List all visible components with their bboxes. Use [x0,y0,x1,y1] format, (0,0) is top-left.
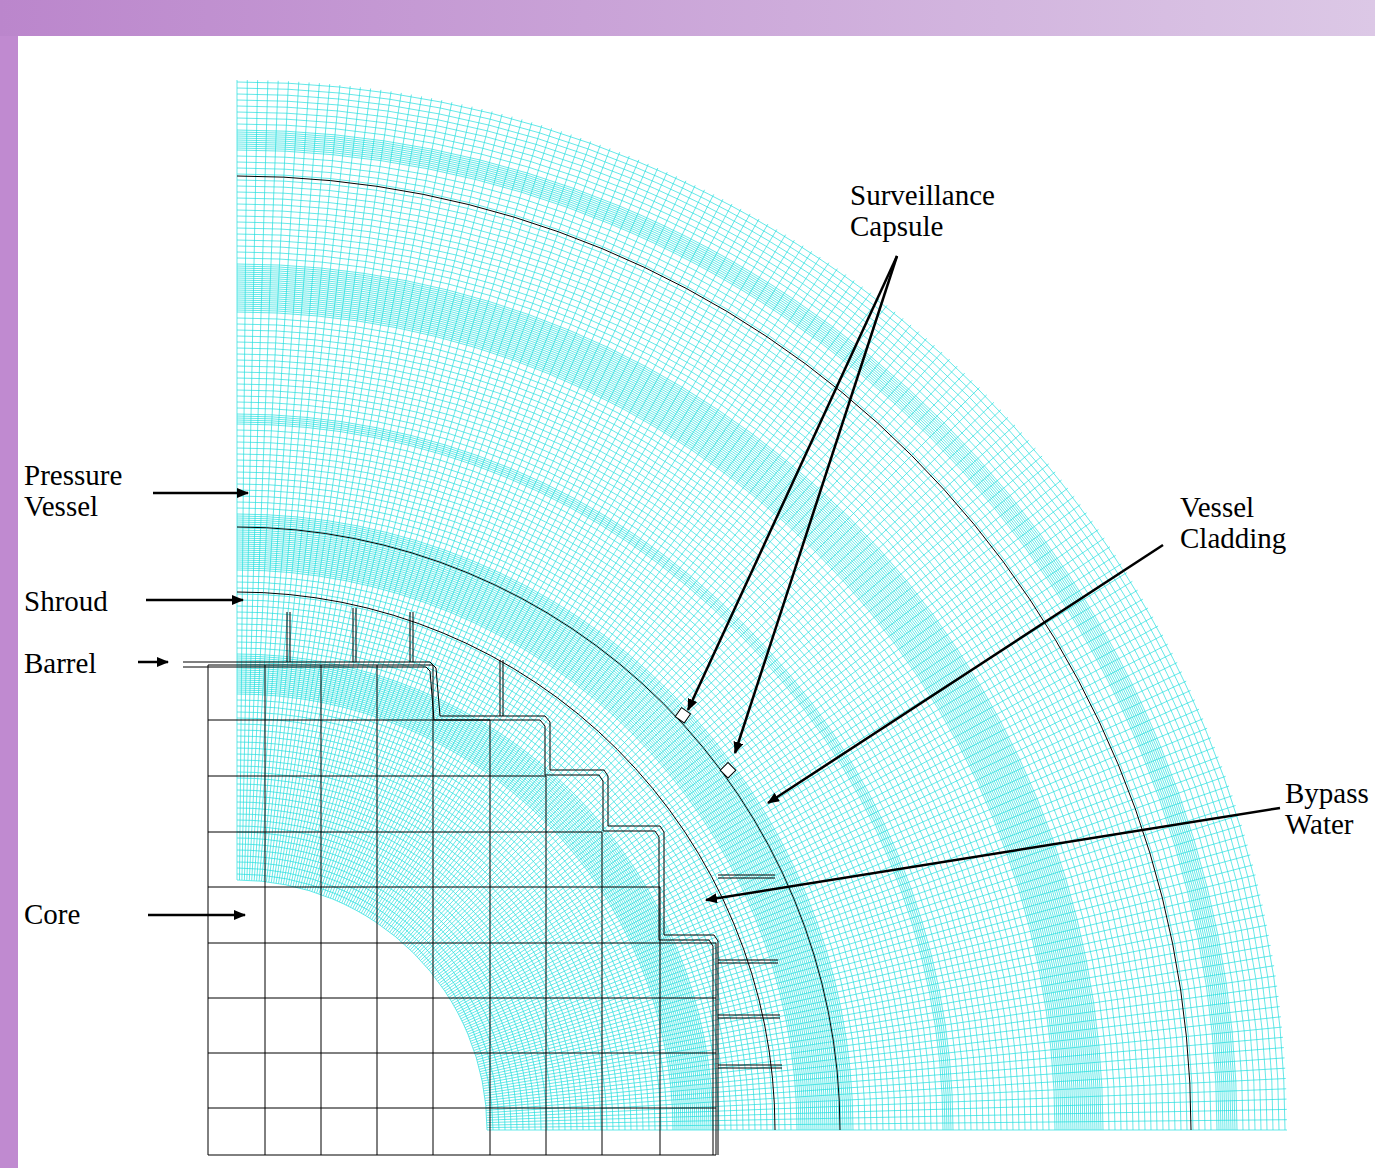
bypass-label: Bypass Water [1285,778,1371,840]
baffle-outline [183,662,718,1155]
core-label: Core [24,899,134,930]
core-grid [208,665,716,1155]
side-bar [0,36,18,1168]
capsule-label: Surveillance Capsule [850,180,1050,242]
capsule-symbols [675,708,736,778]
polar-mesh [237,80,1287,1130]
title-bar [0,0,1375,36]
support-spokes [287,608,782,1068]
shroud-label: Shroud [24,586,144,617]
barrel-label: Barrel [24,648,134,679]
boundary-arcs [237,176,1191,1130]
mesh-lines [237,80,1287,1130]
vessel-label: Pressure Vessel [24,460,154,522]
leader-arrows [138,256,1280,915]
cladding-label: Vessel Cladding [1180,492,1330,554]
